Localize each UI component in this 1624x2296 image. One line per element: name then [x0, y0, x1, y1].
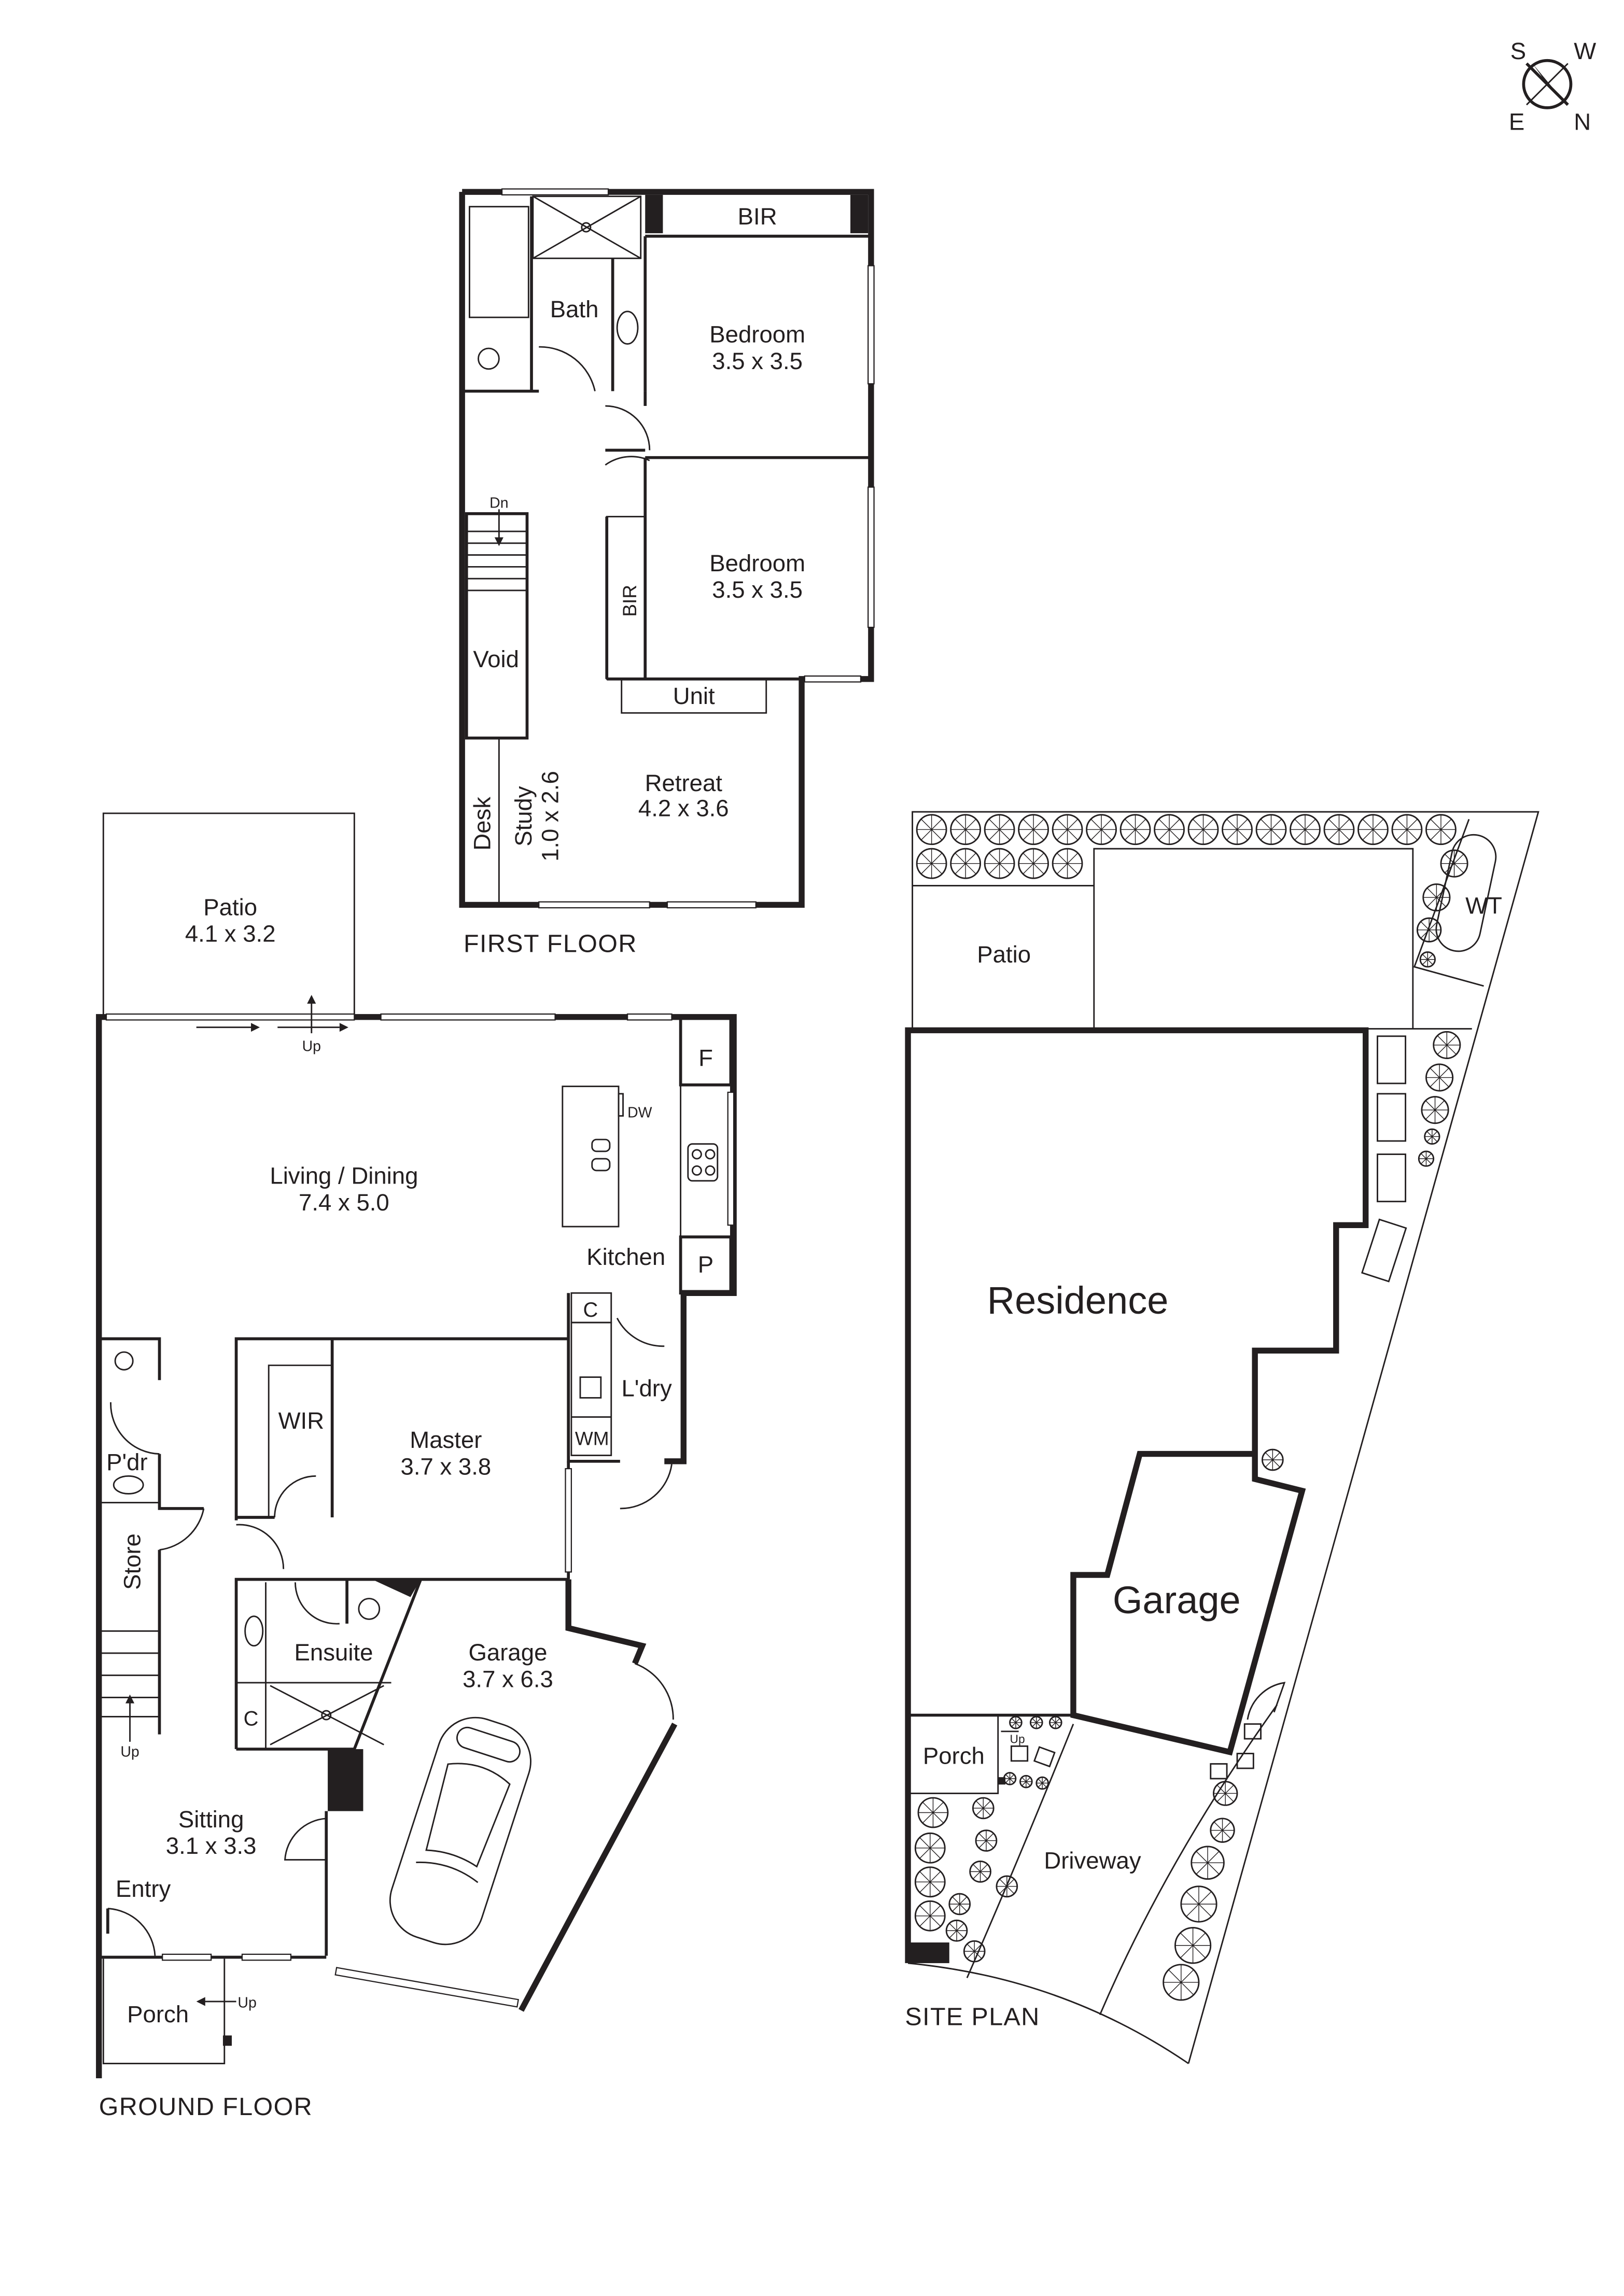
- ground-patio-up-label: Up: [302, 1038, 321, 1054]
- site-plan: Patio WT Residence Garage Porch Up Drive…: [905, 811, 1539, 2064]
- site-driveway-label: Driveway: [1044, 1848, 1141, 1874]
- site-residence-label: Residence: [987, 1279, 1169, 1322]
- ground-garage-name: Garage: [469, 1639, 548, 1666]
- ground-porch-up-label: Up: [237, 1994, 256, 2011]
- car-icon: [389, 1716, 531, 1946]
- ground-living-size: 7.4 x 5.0: [299, 1189, 389, 1216]
- ground-porch-label: Porch: [127, 2001, 189, 2027]
- first-bedroom1-name: Bedroom: [709, 321, 805, 348]
- site-garage-label: Garage: [1113, 1579, 1241, 1622]
- ground-sitting-name: Sitting: [178, 1806, 244, 1833]
- ground-living-name: Living / Dining: [270, 1163, 418, 1189]
- ground-wir-label: WIR: [278, 1407, 325, 1434]
- site-porch-up-label: Up: [1010, 1732, 1025, 1746]
- ground-pantry-label: P: [698, 1251, 713, 1277]
- site-water-tank-label: WT: [1465, 892, 1502, 919]
- ground-powder-room-label: P'dr: [106, 1449, 148, 1475]
- ground-dishwasher-label: DW: [627, 1104, 652, 1121]
- site-plan-title: SITE PLAN: [905, 2003, 1040, 2031]
- ground-master-name: Master: [410, 1427, 482, 1453]
- ground-patio-size: 4.1 x 3.2: [185, 921, 276, 947]
- first-bath-label: Bath: [550, 296, 599, 322]
- ground-laundry-cupboard-label: C: [583, 1299, 598, 1321]
- first-study-name: Study: [510, 786, 537, 847]
- site-porch-label: Porch: [923, 1743, 985, 1769]
- ground-washing-machine-label: WM: [575, 1428, 609, 1449]
- ground-ensuite-cupboard-label: C: [244, 1707, 259, 1730]
- ground-floor-title: GROUND FLOOR: [99, 2093, 313, 2121]
- first-bir-side-label: BIR: [619, 585, 640, 617]
- ground-garage-size: 3.7 x 6.3: [463, 1666, 553, 1692]
- first-retreat-name: Retreat: [645, 770, 723, 796]
- first-unit-label: Unit: [673, 683, 715, 709]
- first-floor-title: FIRST FLOOR: [464, 930, 637, 958]
- ground-fridge-label: F: [698, 1045, 713, 1071]
- first-floor-plan: BIR Bedroom 3.5 x 3.5 Bath Bedroom 3.5 x…: [459, 188, 875, 958]
- ground-entry-label: Entry: [116, 1876, 171, 1902]
- first-void-label: Void: [473, 646, 519, 672]
- compass-ring: [1522, 59, 1573, 109]
- ground-kitchen-label: Kitchen: [586, 1244, 665, 1270]
- ground-ensuite-label: Ensuite: [295, 1639, 373, 1666]
- site-trees: [914, 814, 1468, 2001]
- first-bedroom2-size: 3.5 x 3.5: [712, 576, 803, 603]
- compass-n: N: [1574, 109, 1591, 135]
- compass-w: W: [1574, 38, 1596, 64]
- ground-store-label: Store: [119, 1533, 145, 1590]
- ground-laundry-label: L'dry: [621, 1375, 672, 1402]
- ground-patio-name: Patio: [203, 894, 257, 920]
- first-bedroom1-size: 3.5 x 3.5: [712, 348, 803, 374]
- first-stairs-dn-label: Dn: [489, 495, 508, 511]
- first-desk-label: Desk: [469, 797, 495, 851]
- first-bedroom2-name: Bedroom: [709, 550, 805, 576]
- compass-s: S: [1510, 38, 1526, 64]
- first-bir-top-label: BIR: [738, 203, 777, 230]
- ground-stairs-up-label: Up: [120, 1743, 139, 1760]
- first-study-size: 1.0 x 2.6: [537, 771, 563, 862]
- ground-master-size: 3.7 x 3.8: [401, 1453, 492, 1480]
- first-retreat-size: 4.2 x 3.6: [638, 795, 729, 822]
- compass: S W E N: [1509, 38, 1596, 135]
- compass-e: E: [1509, 109, 1524, 135]
- ground-sitting-size: 3.1 x 3.3: [166, 1833, 257, 1859]
- site-patio-label: Patio: [977, 941, 1031, 967]
- ground-floor-plan: Patio 4.1 x 3.2 Up Living / Dining 7.4 x…: [96, 812, 737, 2121]
